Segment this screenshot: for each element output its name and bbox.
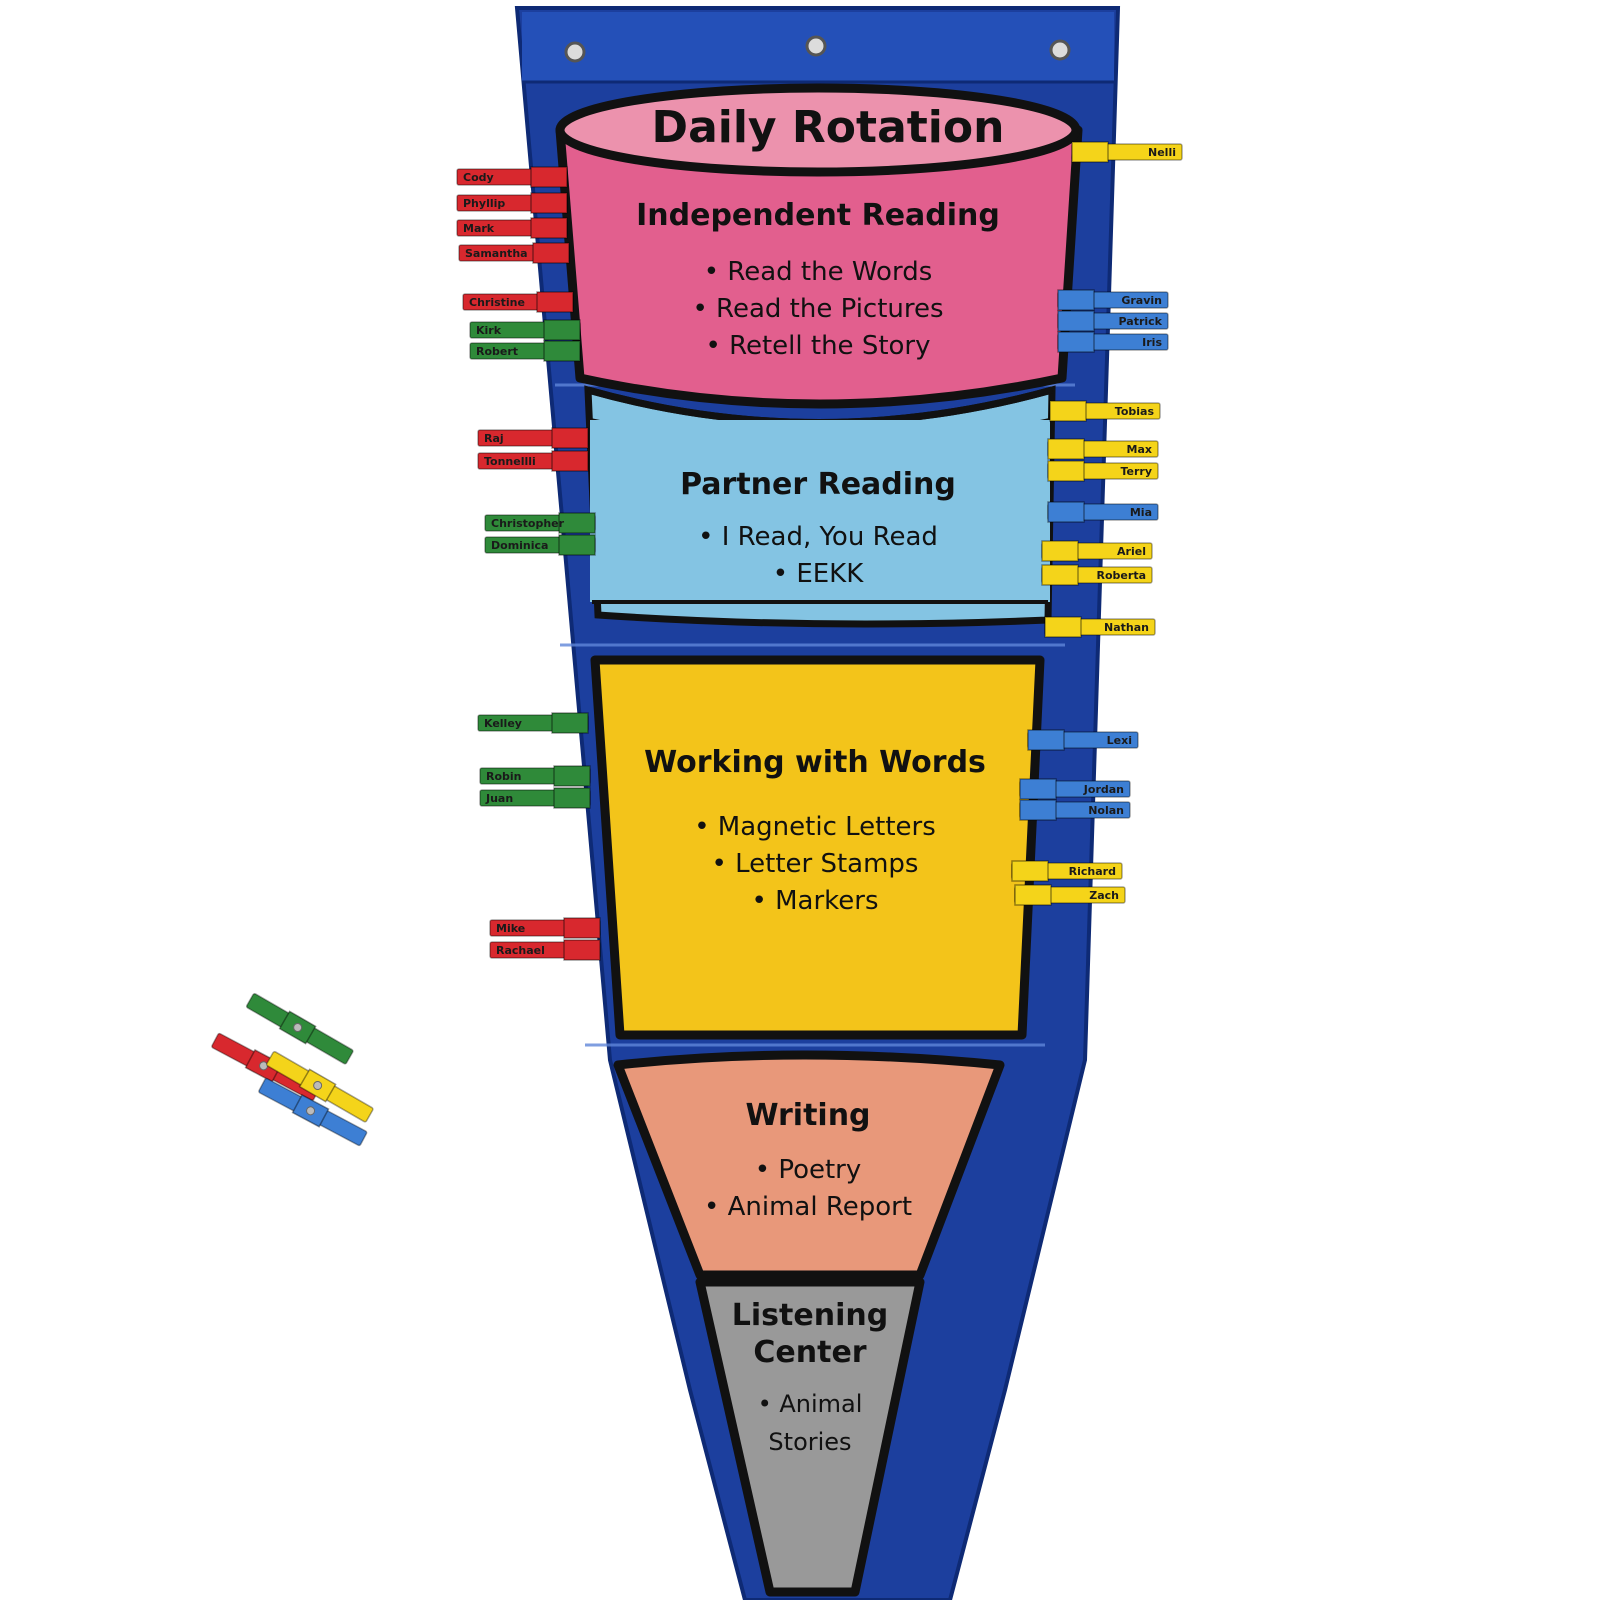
clothespin[interactable]: Nelli (1071, 141, 1183, 163)
clothespin[interactable]: Raj (477, 427, 589, 449)
student-name: Robert (476, 345, 518, 358)
clothespin[interactable]: Christine (462, 291, 574, 313)
student-name: Dominica (491, 539, 548, 552)
section-writing: Writing • Poetry • Animal Report (613, 1050, 1005, 1280)
clothespin[interactable]: Mike (489, 917, 601, 939)
section-item: Stories (768, 1428, 851, 1456)
section-title: Center (753, 1335, 866, 1370)
section-item: • Letter Stamps (712, 849, 919, 879)
loose-clothespin[interactable] (210, 1031, 321, 1103)
section-item: • EEKK (773, 559, 865, 589)
clothespin[interactable]: Max (1047, 438, 1159, 460)
student-name: Nathan (1104, 621, 1149, 634)
student-name: Max (1127, 443, 1152, 456)
student-name: Terry (1120, 465, 1152, 478)
clothespin[interactable]: Zach (1014, 884, 1126, 906)
clothespin[interactable]: Gravin (1057, 289, 1169, 311)
clothespin[interactable]: Patrick (1057, 310, 1169, 332)
clothespin[interactable]: Mia (1047, 501, 1159, 523)
section-item: • Read the Words (704, 257, 933, 287)
section-item: • I Read, You Read (698, 522, 938, 552)
clothespin[interactable]: Juan (479, 787, 591, 809)
student-name: Patrick (1119, 315, 1163, 328)
section-item: • Animal (758, 1390, 863, 1418)
student-name: Kelley (484, 717, 522, 730)
section-item: • Magnetic Letters (694, 812, 936, 842)
student-name: Roberta (1097, 569, 1146, 582)
student-name: Mark (463, 222, 495, 235)
student-name: Zach (1089, 889, 1119, 902)
section-item: • Markers (751, 886, 878, 916)
chart-title: Daily Rotation (652, 102, 1005, 153)
section-item: • Read the Pictures (692, 294, 943, 324)
section-title: Writing (745, 1098, 870, 1133)
section-working-with-words: Working with Words • Magnetic Letters • … (590, 655, 1045, 1040)
student-name: Phyllip (463, 197, 505, 210)
clothespin[interactable]: Tonnellli (477, 450, 589, 472)
clothespin[interactable]: Robin (479, 765, 591, 787)
clothespin[interactable]: Kelley (477, 712, 589, 734)
grommets (564, 35, 1071, 63)
loose-clothespin[interactable] (257, 1076, 368, 1148)
clothespins-left: CodyPhyllipMarkSamanthaChristineKirkRobe… (456, 166, 601, 961)
clothespin[interactable]: Iris (1057, 331, 1169, 353)
section-listening-center: Listening Center • Animal Stories (695, 1277, 925, 1597)
student-name: Richard (1069, 865, 1116, 878)
clothespin[interactable]: Nathan (1044, 616, 1156, 638)
clothespin[interactable]: Christopher (484, 512, 596, 534)
clothespin[interactable]: Rachael (489, 939, 601, 961)
section-independent-reading: Daily Rotation Independent Reading • Rea… (555, 83, 1083, 409)
student-name: Tonnellli (484, 455, 536, 468)
student-name: Samantha (465, 247, 528, 260)
student-name: Mike (496, 922, 525, 935)
student-name: Iris (1142, 336, 1162, 349)
clothespin[interactable]: Phyllip (456, 192, 568, 214)
clothespin[interactable]: Kirk (469, 319, 581, 341)
section-title: Independent Reading (636, 198, 1000, 233)
loose-clothespins (210, 991, 375, 1148)
student-name: Nolan (1088, 804, 1124, 817)
student-name: Ariel (1117, 545, 1146, 558)
clothespin[interactable]: Jordan (1019, 778, 1131, 800)
section-partner-reading: Partner Reading • I Read, You Read • EEK… (584, 385, 1056, 628)
student-name: Gravin (1121, 294, 1162, 307)
clothespin[interactable]: Nolan (1019, 799, 1131, 821)
section-title: Listening (732, 1298, 888, 1333)
student-name: Christopher (491, 517, 565, 530)
student-name: Juan (485, 792, 513, 805)
section-item: • Animal Report (704, 1192, 912, 1222)
student-name: Tobias (1115, 405, 1155, 418)
section-title: Working with Words (644, 745, 986, 780)
clothespin[interactable]: Roberta (1041, 564, 1153, 586)
student-name: Mia (1130, 506, 1152, 519)
clothespin[interactable]: Richard (1011, 860, 1123, 882)
loose-clothespin[interactable] (265, 1049, 375, 1124)
clothespin[interactable]: Robert (469, 340, 581, 362)
student-name: Cody (463, 171, 494, 184)
clothespin[interactable]: Ariel (1041, 540, 1153, 562)
student-name: Jordan (1083, 783, 1124, 796)
loose-clothespin[interactable] (245, 991, 355, 1066)
section-item: • Retell the Story (705, 331, 930, 361)
clothespin[interactable]: Mark (456, 217, 568, 239)
section-item: • Poetry (755, 1155, 862, 1185)
clothespins-right: NelliGravinPatrickIrisTobiasMaxTerryMiaA… (1011, 141, 1183, 906)
clothespin[interactable]: Samantha (458, 242, 570, 264)
student-name: Christine (469, 296, 525, 309)
student-name: Rachael (496, 944, 545, 957)
student-name: Robin (486, 770, 522, 783)
clothespin[interactable]: Tobias (1049, 400, 1161, 422)
student-name: Kirk (476, 324, 502, 337)
student-name: Nelli (1148, 146, 1176, 159)
clothespin[interactable]: Cody (456, 166, 568, 188)
clothespin[interactable]: Terry (1047, 460, 1159, 482)
student-name: Lexi (1107, 734, 1132, 747)
clothespin[interactable]: Dominica (484, 534, 596, 556)
section-title: Partner Reading (680, 467, 956, 502)
student-name: Raj (484, 432, 504, 445)
clothespin[interactable]: Lexi (1027, 729, 1139, 751)
